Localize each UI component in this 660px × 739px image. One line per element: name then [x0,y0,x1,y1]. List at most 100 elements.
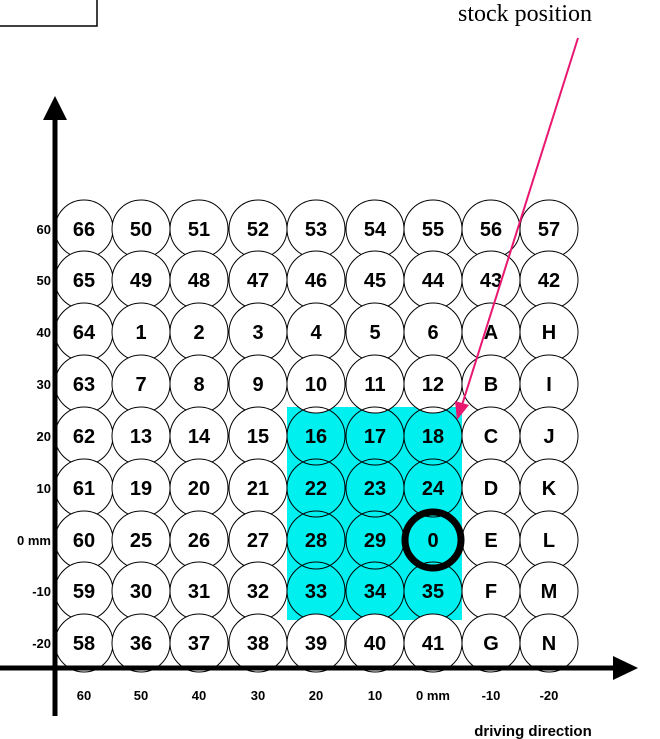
x-tick-label: 60 [77,688,91,703]
y-tick-label: 60 [37,222,51,237]
position-label: 4 [310,322,322,344]
position-label: 23 [364,478,386,500]
position-label: 37 [188,633,210,655]
position-label: 26 [188,530,210,552]
position-label: 5 [369,322,380,344]
position-label: 30 [130,581,152,603]
position-label: 33 [305,581,327,603]
position-label: 65 [73,270,95,292]
position-label: 12 [422,374,444,396]
position-circle [286,510,346,570]
position-label: N [542,633,556,655]
y-tick-label: 20 [37,429,51,444]
position-label: 55 [422,219,444,241]
x-tick-label: 10 [368,688,382,703]
annotation-text: stock position [458,1,592,27]
position-label: 62 [73,426,95,448]
position-label: 6 [427,322,438,344]
x-tick-label: 40 [192,688,206,703]
position-label: 17 [364,426,386,448]
position-label: K [542,478,557,500]
position-label: 31 [188,581,210,603]
x-tick-label: 30 [251,688,265,703]
position-label: 45 [364,270,386,292]
position-label: 10 [305,374,327,396]
position-label: J [543,426,554,448]
position-label: 60 [73,530,95,552]
position-label: 8 [193,374,204,396]
x-tick-label: -10 [482,688,501,703]
position-label: 22 [305,478,327,500]
stock-position-marker [401,508,465,572]
position-label: 16 [305,426,327,448]
position-label: F [485,581,497,603]
position-label: 39 [305,633,327,655]
position-label: 1 [135,322,146,344]
position-label: H [542,322,556,344]
position-label: 52 [247,219,269,241]
position-label: 25 [130,530,152,552]
position-label: 47 [247,270,269,292]
y-tick-label: 40 [37,325,51,340]
position-label: 13 [130,426,152,448]
position-label: 35 [422,581,444,603]
y-tick-label: -20 [32,636,51,651]
x-tick-label: 50 [134,688,148,703]
position-label: G [483,633,499,655]
position-circle [286,354,346,414]
annotation-arrow-line [461,37,579,406]
y-tick-label: 10 [37,481,51,496]
position-label: 56 [480,219,502,241]
position-circle [169,613,229,673]
position-label: I [546,374,552,396]
position-label: 29 [364,530,386,552]
x-tick-label: 0 mm [416,688,450,703]
position-circle [286,406,346,466]
position-label: 0 [427,530,438,552]
position-label: 64 [73,322,96,344]
position-label: 53 [305,219,327,241]
position-label: 61 [73,478,95,500]
position-label: 15 [247,426,269,448]
position-label: C [484,426,498,448]
position-label: 42 [538,270,560,292]
position-label: 9 [252,374,263,396]
position-label: 43 [480,270,502,292]
position-label: D [484,478,498,500]
position-label: 51 [188,219,210,241]
position-label: 50 [130,219,152,241]
position-circle [286,613,346,673]
position-label: 58 [73,633,95,655]
position-label: 46 [305,270,327,292]
position-label: 24 [422,478,445,500]
position-label: 54 [364,219,387,241]
position-circle [286,458,346,518]
position-label: 40 [364,633,386,655]
position-label: 2 [193,322,204,344]
position-label: B [484,374,498,396]
position-label: 3 [252,322,263,344]
position-label: 38 [247,633,269,655]
position-label: 66 [73,219,95,241]
position-label: L [543,530,555,552]
position-label: 59 [73,581,95,603]
position-label: 44 [422,270,445,292]
position-label: A [484,322,498,344]
partial-box [0,0,98,27]
x-tick-label: -20 [540,688,559,703]
y-tick-label: 30 [37,377,51,392]
position-label: 14 [188,426,211,448]
y-tick-label: -10 [32,584,51,599]
x-axis-arrow [613,656,638,680]
y-tick-label: 50 [37,273,51,288]
position-label: 20 [188,478,210,500]
position-label: 32 [247,581,269,603]
annotation-arrowhead [455,401,469,420]
position-label: 7 [135,374,146,396]
position-label: 48 [188,270,210,292]
position-label: 36 [130,633,152,655]
position-label: E [484,530,497,552]
